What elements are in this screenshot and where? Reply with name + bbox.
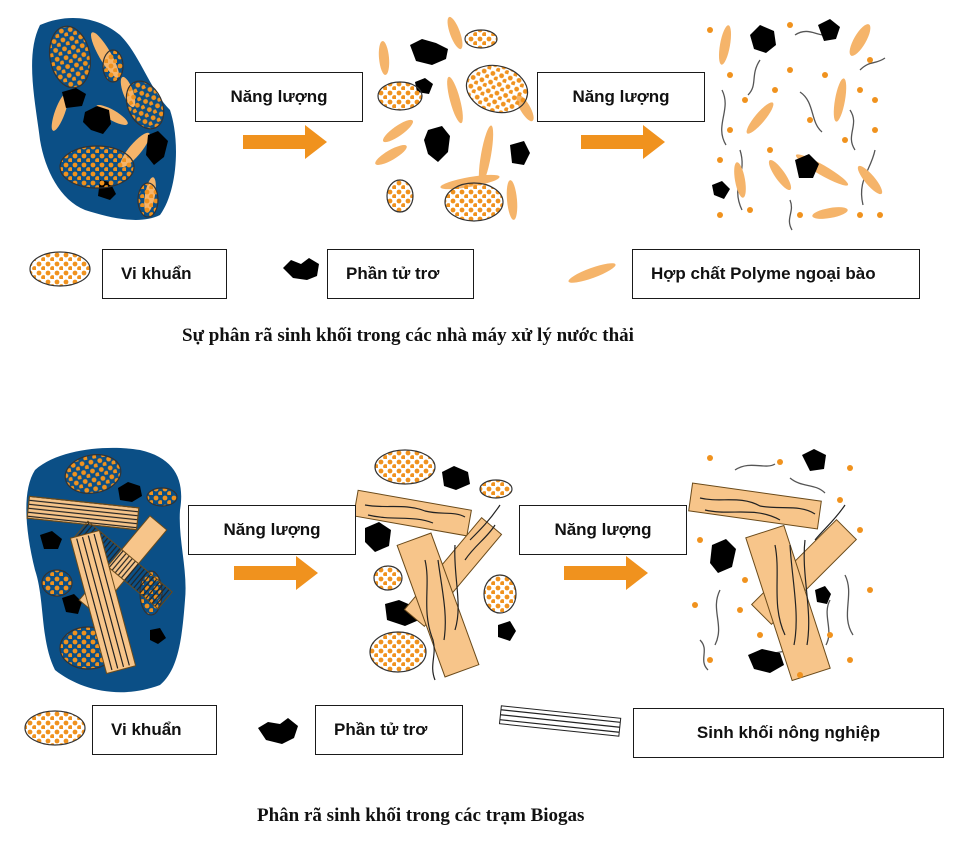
bottom-caption: Phân rã sinh khối trong các trạm Biogas xyxy=(257,805,585,826)
top-arrow-2 xyxy=(581,125,665,159)
bottom-arrow-1 xyxy=(234,556,318,590)
bottom-legend-inert-label: Phần tử trơ xyxy=(315,705,463,755)
bottom-legend-bacteria-label: Vi khuẩn xyxy=(92,705,217,755)
top-legend-inert-icon xyxy=(283,258,319,280)
top-energy-label-2: Năng lượng xyxy=(537,72,705,122)
bottom-arrow-2 xyxy=(564,556,648,590)
top-legend-bacteria-label: Vi khuẩn xyxy=(102,249,227,299)
top-legend-bacteria-icon xyxy=(29,251,91,287)
bottom-legend-biomass-icon xyxy=(498,705,622,737)
bottom-floc-broken xyxy=(353,449,517,681)
top-legend-inert-label: Phần tử trơ xyxy=(327,249,474,299)
top-arrow-1 xyxy=(243,125,327,159)
bottom-legend-inert-icon xyxy=(258,718,298,744)
bottom-energy-label-2: Năng lượng xyxy=(519,505,687,555)
bottom-floc-disintegrated xyxy=(688,449,873,682)
top-legend-polymer-icon xyxy=(568,263,616,283)
bottom-energy-label-1: Năng lượng xyxy=(188,505,356,555)
top-floc-disintegrated xyxy=(707,19,886,231)
top-floc-broken xyxy=(375,16,534,222)
bottom-legend-biomass-label: Sinh khối nông nghiệp xyxy=(633,708,944,758)
bottom-floc-intact xyxy=(26,447,186,693)
top-caption: Sự phân rã sinh khối trong các nhà máy x… xyxy=(182,325,634,346)
top-legend-polymer-label: Hợp chất Polyme ngoại bào xyxy=(632,249,920,299)
top-energy-label-1: Năng lượng xyxy=(195,72,363,122)
bottom-legend-bacteria-icon xyxy=(24,710,86,746)
top-floc-intact xyxy=(32,17,176,220)
